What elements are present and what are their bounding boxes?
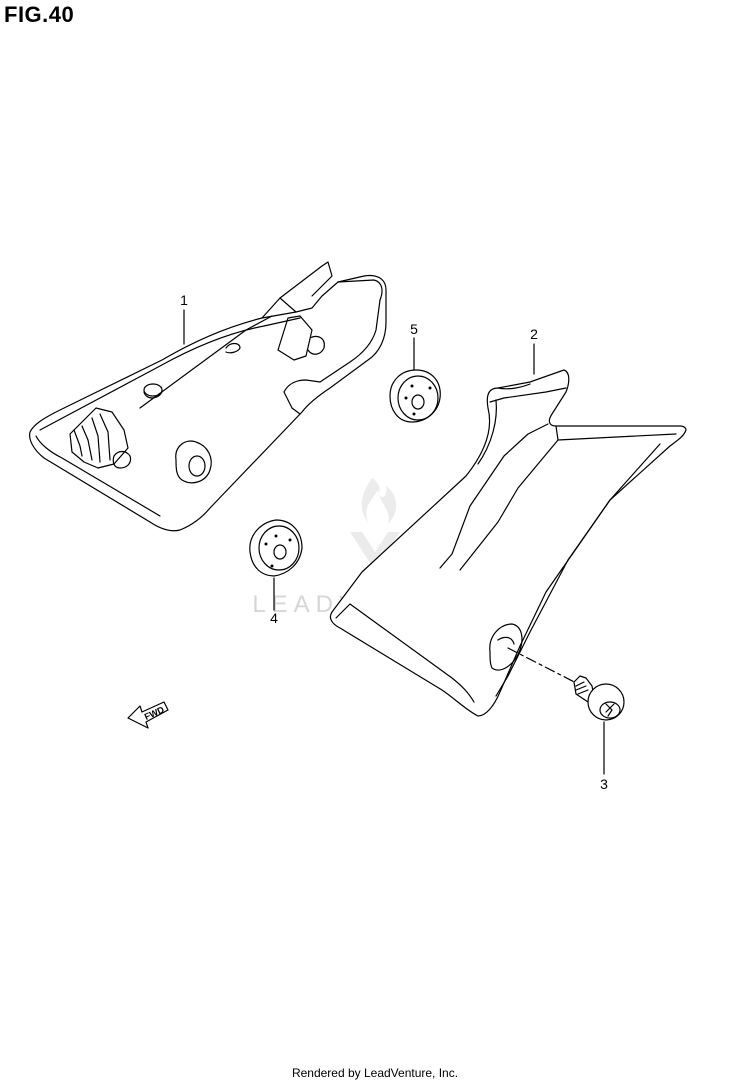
part-number-5[interactable]: 5: [410, 321, 418, 337]
figure-title: FIG.40: [4, 2, 75, 27]
side-cover-left[interactable]: [29, 261, 387, 532]
part-number-2[interactable]: 2: [530, 326, 538, 342]
part-number-4[interactable]: 4: [270, 610, 278, 626]
bolt[interactable]: [507, 647, 625, 721]
side-cover-right[interactable]: [329, 369, 687, 717]
grommet-upper[interactable]: [389, 369, 441, 423]
part-number-3[interactable]: 3: [600, 776, 608, 792]
part-number-1[interactable]: 1: [180, 292, 188, 308]
fwd-label: FWD: [143, 704, 166, 722]
footer-credit: Rendered by LeadVenture, Inc.: [291, 1066, 459, 1080]
grommet-lower[interactable]: [249, 519, 303, 577]
watermark-logo: [350, 478, 400, 566]
fwd-arrow-icon: FWD: [127, 701, 169, 729]
